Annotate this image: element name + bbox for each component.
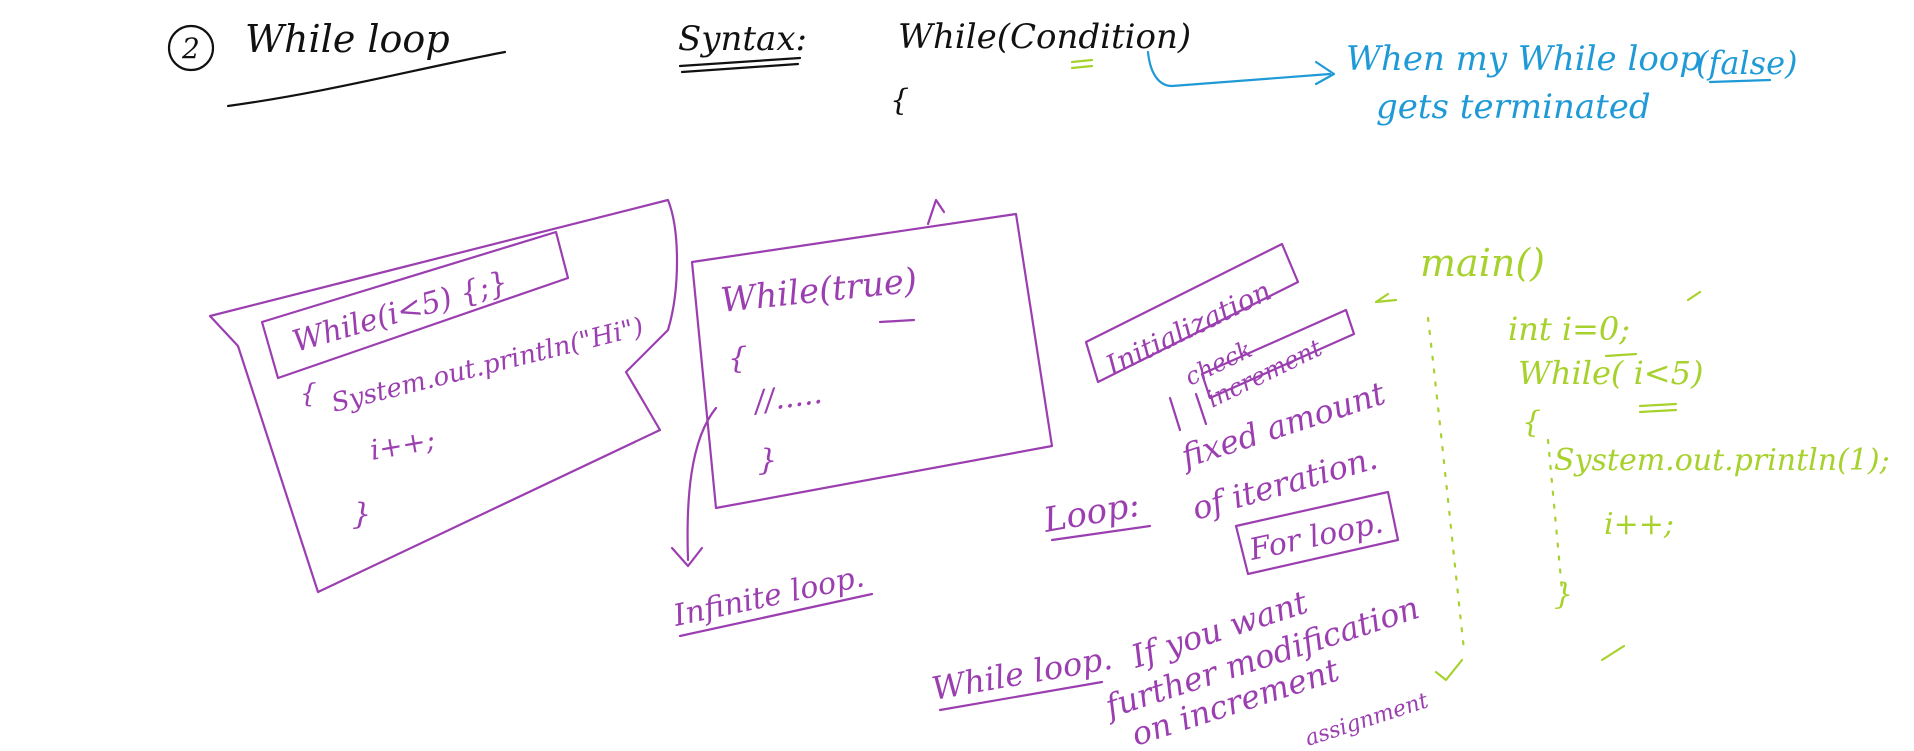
blue-note-false-underline xyxy=(1708,78,1772,84)
green-check-1 xyxy=(1374,292,1398,304)
blue-note-group: When my While loop gets terminated (fals… xyxy=(1146,39,1797,127)
box2-outline xyxy=(690,212,1054,510)
green-cond: While( i<5) xyxy=(1518,354,1703,392)
blue-arrow xyxy=(1146,50,1332,88)
while-note-label: While loop. xyxy=(929,639,1115,708)
box2-arrow-label: Infinite loop. xyxy=(669,559,867,634)
blue-note-line1: When my While loop xyxy=(1346,39,1701,79)
syntax-group: Syntax: While(Condition) { xyxy=(678,17,1191,118)
box2-brace-open: { xyxy=(728,341,747,376)
syntax-code-line: While(Condition) xyxy=(898,17,1191,57)
box2-true-underline xyxy=(878,318,916,324)
syntax-brace: { xyxy=(890,83,909,118)
green-incr: i++; xyxy=(1604,507,1674,542)
title-underline xyxy=(226,50,507,108)
title-number: 2 xyxy=(181,32,200,65)
loop-label: Loop: xyxy=(1040,485,1143,541)
green-check-2 xyxy=(1686,290,1702,302)
title-group: 2 While loop xyxy=(167,17,507,108)
while-note-text4: assignment xyxy=(1302,688,1431,751)
syntax-underline xyxy=(678,56,802,74)
while-note-label-underline xyxy=(938,680,1104,712)
green-code-group: main() int i=0; While( i<5) { System.out… xyxy=(1374,241,1890,682)
loop-label-underline xyxy=(1050,524,1152,542)
green-check-bottom xyxy=(1434,658,1464,682)
green-dotted-right xyxy=(1546,438,1564,592)
box2-top-tick xyxy=(926,198,946,226)
title-number-circle xyxy=(167,24,215,72)
box2-group: While(true) { //..... } Infinite loop. xyxy=(669,198,1054,638)
green-print: System.out.println(1); xyxy=(1554,443,1890,478)
green-cond-underline xyxy=(1604,352,1678,414)
blue-note-line2: gets terminated xyxy=(1376,87,1651,127)
box2-line2: //..... xyxy=(749,376,824,421)
box1-brace-open: { xyxy=(300,379,317,409)
syntax-label: Syntax: xyxy=(678,19,807,59)
box1-group: While(i<5) {;} { System.out.println("Hi"… xyxy=(208,198,679,594)
green-brace-open: { xyxy=(1522,405,1541,440)
green-brace-close: } xyxy=(1554,577,1573,612)
box2-line1: While(true) xyxy=(719,261,919,321)
title-label: While loop xyxy=(245,17,450,61)
green-dotted-left xyxy=(1426,316,1466,652)
loop-tag3-box xyxy=(1200,308,1356,400)
box2-arrow-label-underline xyxy=(678,592,874,638)
syntax-condition-mark xyxy=(1070,58,1094,70)
green-main: main() xyxy=(1420,241,1545,285)
green-tick-bottom xyxy=(1600,644,1626,662)
blue-note-line3: (false) xyxy=(1696,44,1797,82)
box2-down-arrow xyxy=(686,406,718,562)
box1-inner-rect xyxy=(260,230,570,380)
green-init: int i=0; xyxy=(1508,310,1630,348)
loop-bar-marks xyxy=(1168,392,1208,432)
box1-brace-close: } xyxy=(352,497,371,532)
box1-line3: i++; xyxy=(367,423,437,467)
for-loop-box xyxy=(1234,490,1400,576)
blue-arrow-head xyxy=(1314,60,1336,86)
loop-tag-rect xyxy=(1084,242,1300,384)
box1-outline xyxy=(208,198,679,594)
box2-down-arrow-head xyxy=(670,546,704,568)
loop-note-group: Initialization check increment fixed amo… xyxy=(1040,242,1400,576)
while-note-group: While loop. If you want further modifica… xyxy=(929,583,1432,751)
box2-brace-close: } xyxy=(758,443,777,478)
